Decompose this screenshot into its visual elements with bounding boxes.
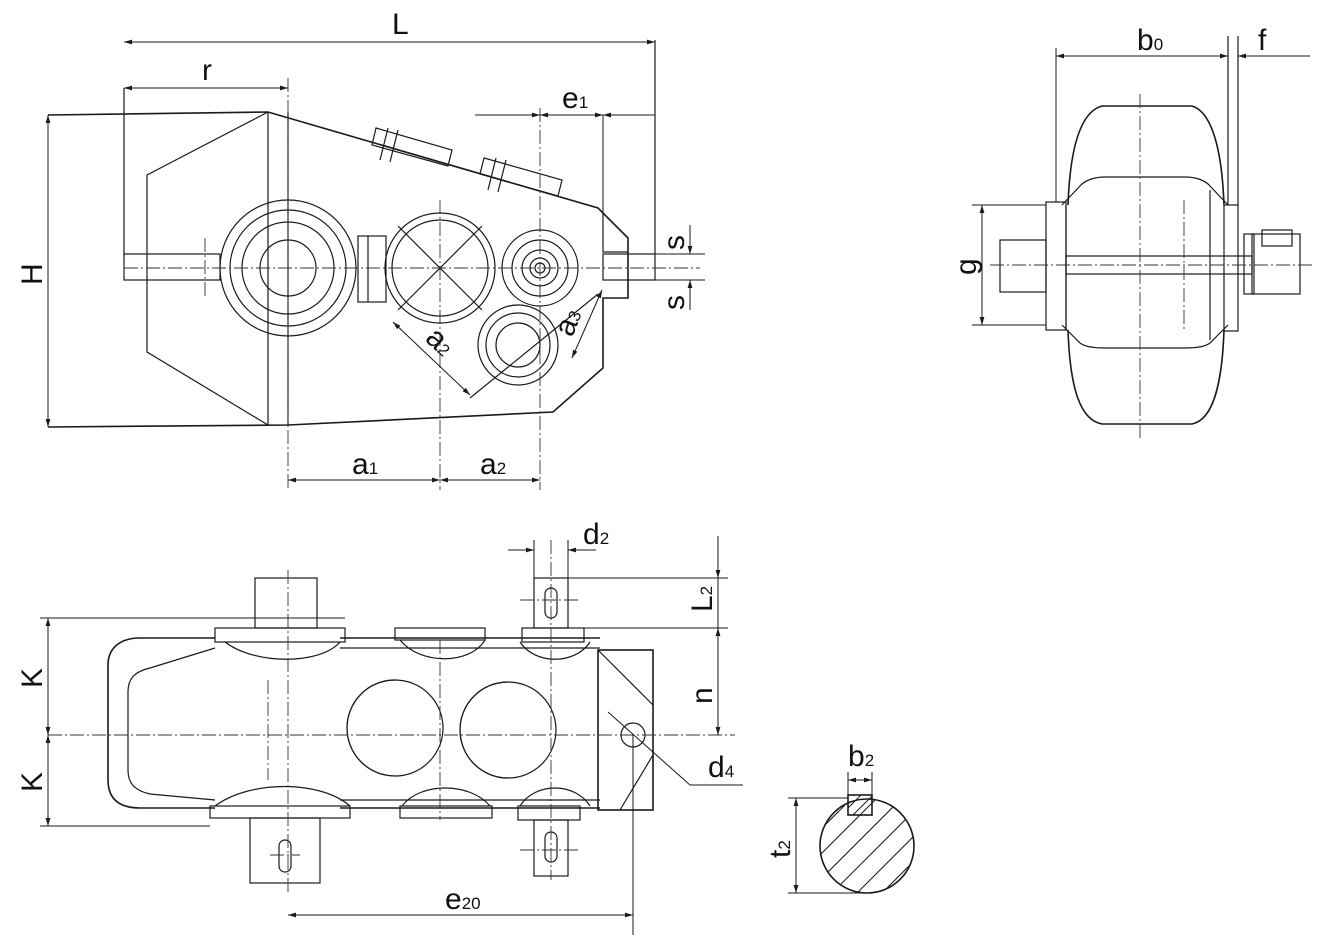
- side-housing-lower: [1067, 329, 1225, 425]
- label-e1: e1: [562, 82, 588, 115]
- shaft-section-circle: [819, 798, 915, 894]
- label-K-top: K: [16, 668, 49, 688]
- plan-housing-outline: [107, 637, 215, 809]
- inspection-cover: [371, 127, 563, 197]
- label-L2: L2: [686, 586, 719, 612]
- label-s-top: s: [658, 235, 691, 250]
- side-view: [972, 36, 1315, 438]
- label-K-bottom: K: [16, 772, 49, 792]
- input-shaft-stub: [123, 253, 221, 281]
- housing-outline: [47, 111, 629, 428]
- front-view: [45, 39, 705, 490]
- label-d4: d4: [708, 751, 734, 784]
- side-housing-upper: [1067, 105, 1225, 206]
- lower-gear-circles: [469, 293, 599, 399]
- shaft-section: [788, 772, 915, 894]
- label-a1: a1: [352, 448, 378, 481]
- side-output-shaft: [1251, 233, 1301, 295]
- label-L: L: [392, 8, 409, 41]
- plan-view: [40, 536, 743, 935]
- label-g: g: [950, 258, 983, 275]
- label-n: n: [686, 687, 719, 704]
- label-t2: t2: [764, 840, 797, 858]
- label-b2: b2: [848, 740, 874, 773]
- label-b0: b0: [1137, 24, 1163, 57]
- output-shaft-stub: [602, 253, 656, 281]
- label-r: r: [202, 54, 212, 87]
- label-a2-diagonal: a2: [419, 321, 461, 363]
- plan-bottom-shaft: [249, 817, 321, 884]
- label-e20: e20: [445, 883, 481, 916]
- label-f: f: [1258, 24, 1267, 57]
- label-a2: a2: [480, 448, 506, 481]
- label-s-bottom: s: [658, 295, 691, 310]
- label-H: H: [16, 263, 49, 285]
- key-slot: [847, 794, 873, 816]
- plan-input-shaft: [254, 577, 318, 629]
- side-input-shaft: [999, 239, 1047, 293]
- label-d2: d2: [583, 518, 609, 551]
